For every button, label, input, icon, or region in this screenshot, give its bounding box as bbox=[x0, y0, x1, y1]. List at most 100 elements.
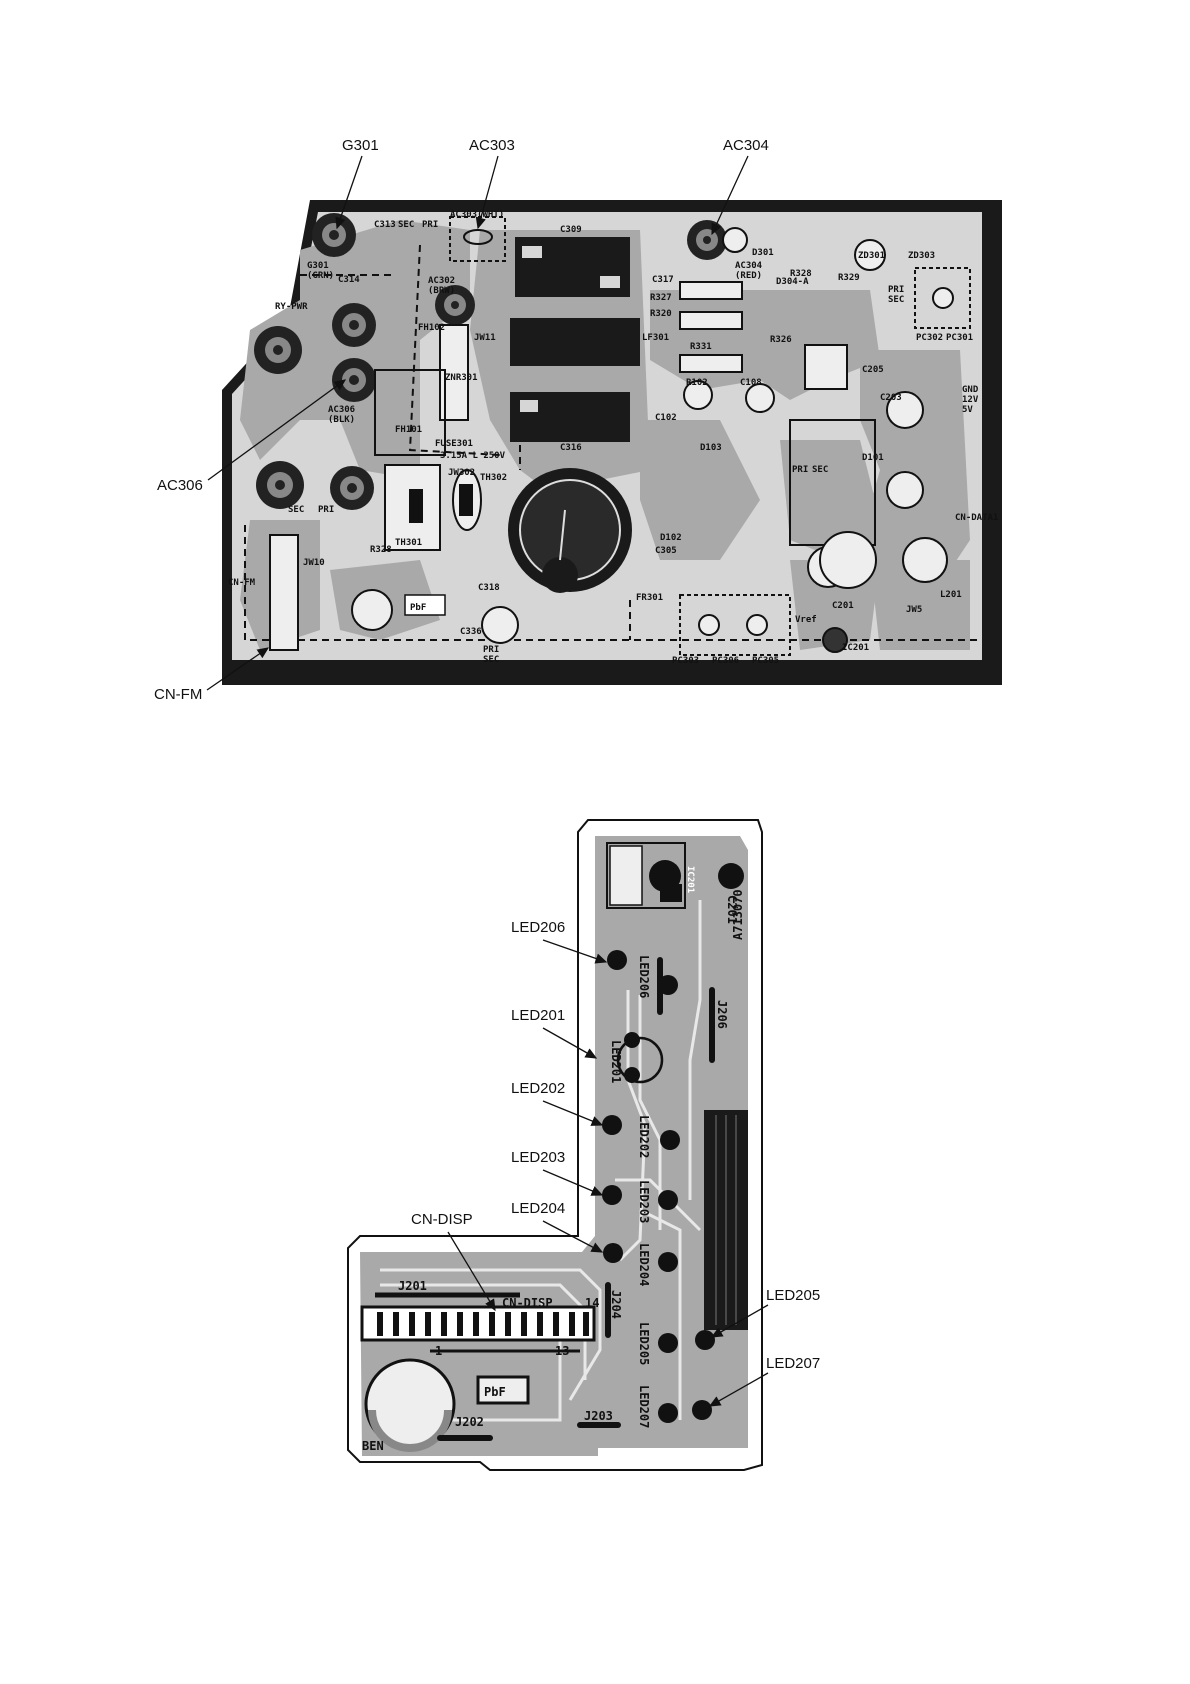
callout-led202: LED202 bbox=[511, 1080, 565, 1097]
silk-c102: C102 bbox=[655, 413, 677, 423]
silk-c108: C108 bbox=[740, 378, 762, 388]
small-components bbox=[269, 216, 971, 656]
silk-pc302: PC302 bbox=[916, 333, 943, 343]
terminal-g301 bbox=[312, 213, 356, 257]
silk-12v: 12V bbox=[962, 395, 979, 405]
silk-fh101: FH101 bbox=[395, 425, 422, 435]
main-electrolytic-capacitor bbox=[508, 468, 632, 593]
silk-jw5: JW5 bbox=[906, 605, 922, 615]
silk-pc305: PC305 bbox=[752, 656, 779, 666]
silk-r326: R326 bbox=[770, 335, 792, 345]
silk-th301: TH301 bbox=[395, 538, 422, 548]
silk-d-ben: BEN bbox=[362, 1439, 384, 1453]
silk-r328-left: R328 bbox=[370, 545, 392, 555]
silk-gnd: GND bbox=[962, 385, 979, 395]
silk-d-j206: J206 bbox=[715, 1000, 729, 1029]
silk-fh102: FH102 bbox=[418, 323, 445, 333]
terminal-ac304 bbox=[687, 220, 727, 260]
silk-c317: C317 bbox=[652, 275, 674, 285]
silk-d-led206: LED206 bbox=[637, 955, 651, 998]
silk-ac304-red: AC304(RED) bbox=[735, 261, 763, 281]
silk-pc303: PC303 bbox=[672, 656, 699, 666]
display-led-footprints bbox=[602, 950, 715, 1423]
silk-jw11: JW11 bbox=[474, 333, 496, 343]
silk-5v: 5V bbox=[962, 405, 973, 415]
display-pbf-box bbox=[476, 1375, 530, 1405]
callout-led205: LED205 bbox=[766, 1287, 820, 1304]
primary-secondary-boundary bbox=[244, 244, 980, 641]
silk-d-cn-disp: CN-DISP bbox=[502, 1296, 553, 1310]
silk-d102: D102 bbox=[660, 533, 682, 543]
silk-zd301: ZD301 bbox=[858, 251, 885, 261]
silk-sec-mid: SEC bbox=[812, 465, 828, 475]
silk-lf301: LF301 bbox=[642, 333, 669, 343]
silk-cn-fm: CN-FM bbox=[228, 578, 256, 588]
silk-d-pbf: PbF bbox=[484, 1385, 506, 1399]
cn-disp-connector bbox=[360, 1292, 596, 1353]
silk-c314: C314 bbox=[338, 275, 360, 285]
silk-pbf: PbF bbox=[410, 603, 426, 613]
display-silkscreen: IC201 C201 A713070 LED206 LED201 LED202 … bbox=[362, 866, 745, 1453]
led204-footprint bbox=[603, 1243, 678, 1272]
silk-r102: R102 bbox=[686, 378, 708, 388]
silk-g301-grn: G301(GRN) bbox=[307, 261, 334, 281]
silk-pri: PRI bbox=[422, 220, 438, 230]
callout-ac306: AC306 bbox=[157, 477, 203, 494]
silk-pri-left: PRI bbox=[318, 505, 334, 515]
silk-c316: C316 bbox=[560, 443, 582, 453]
terminal-ry-pwr bbox=[332, 303, 376, 347]
silk-ac306-blk: AC306(BLK) bbox=[328, 405, 355, 425]
callout-led204: LED204 bbox=[511, 1200, 565, 1217]
display-ic201 bbox=[606, 842, 744, 909]
silk-ic201: IC201 bbox=[842, 643, 869, 653]
silk-pri-mid: PRI bbox=[792, 465, 808, 475]
silk-r327: R327 bbox=[650, 293, 672, 303]
callout-cn-disp: CN-DISP bbox=[411, 1211, 473, 1228]
silk-znr301: ZNR301 bbox=[445, 373, 478, 383]
silk-jw10: JW10 bbox=[303, 558, 325, 568]
silk-zd303: ZD303 bbox=[908, 251, 935, 261]
silk-c201: C201 bbox=[832, 601, 854, 611]
terminal-ac302 bbox=[435, 285, 475, 325]
silk-r331: R331 bbox=[690, 342, 712, 352]
main-callouts: G301 AC303 AC304 AC306 CN-FM bbox=[154, 137, 769, 703]
callout-led207: LED207 bbox=[766, 1355, 820, 1372]
silk-d-pin14: 14 bbox=[585, 1296, 599, 1310]
silk-r328: R328 bbox=[790, 269, 812, 279]
silk-l201: L201 bbox=[940, 590, 962, 600]
terminal-left-upper bbox=[254, 326, 302, 374]
main-board: C313 SEC PRI AC303(WHT) C309 G301(GRN) C… bbox=[154, 137, 1002, 703]
main-silkscreen: C313 SEC PRI AC303(WHT) C309 G301(GRN) C… bbox=[228, 210, 998, 666]
silk-th302: TH302 bbox=[480, 473, 507, 483]
silk-sec-left: SEC bbox=[288, 505, 304, 515]
callout-cn-fm: CN-FM bbox=[154, 686, 202, 703]
display-board: IC201 C201 A713070 LED206 LED201 LED202 … bbox=[347, 819, 820, 1471]
silk-d-led204: LED204 bbox=[637, 1243, 651, 1286]
silk-c203: C203 bbox=[880, 393, 902, 403]
silk-d304a: D304-A bbox=[776, 277, 809, 287]
display-copper-pour bbox=[360, 836, 748, 1456]
silk-vref: Vref bbox=[795, 615, 817, 625]
silk-ry-pwr: RY-PWR bbox=[275, 302, 308, 312]
silk-c318: C318 bbox=[478, 583, 500, 593]
silk-d-ic201: IC201 bbox=[685, 866, 695, 893]
silk-pc306: PC306 bbox=[712, 656, 739, 666]
silk-c313: C313 bbox=[374, 220, 396, 230]
silk-pri-bottom: PRI bbox=[483, 645, 499, 655]
led202-footprint bbox=[602, 1115, 680, 1150]
silk-ac303-wht: AC303(WHT) bbox=[450, 210, 504, 220]
display-traces bbox=[380, 900, 702, 1422]
display-callouts: LED206 LED201 LED202 LED203 LED204 CN-DI… bbox=[411, 919, 820, 1407]
silk-cn-data1: CN-DATA1 bbox=[955, 513, 998, 523]
silk-c336: C336 bbox=[460, 627, 482, 637]
silk-c309: C309 bbox=[560, 225, 582, 235]
silk-fuse-rating: 3.15A L 250V bbox=[440, 451, 506, 461]
silk-pri-right: PRI bbox=[888, 285, 904, 295]
silk-ac302-brw: AC302(BRW) bbox=[428, 276, 455, 296]
silk-d301: D301 bbox=[752, 248, 774, 258]
silk-d-led207: LED207 bbox=[637, 1385, 651, 1428]
silk-fr301: FR301 bbox=[636, 593, 663, 603]
silk-r320: R320 bbox=[650, 309, 672, 319]
silk-sec-right: SEC bbox=[888, 295, 904, 305]
